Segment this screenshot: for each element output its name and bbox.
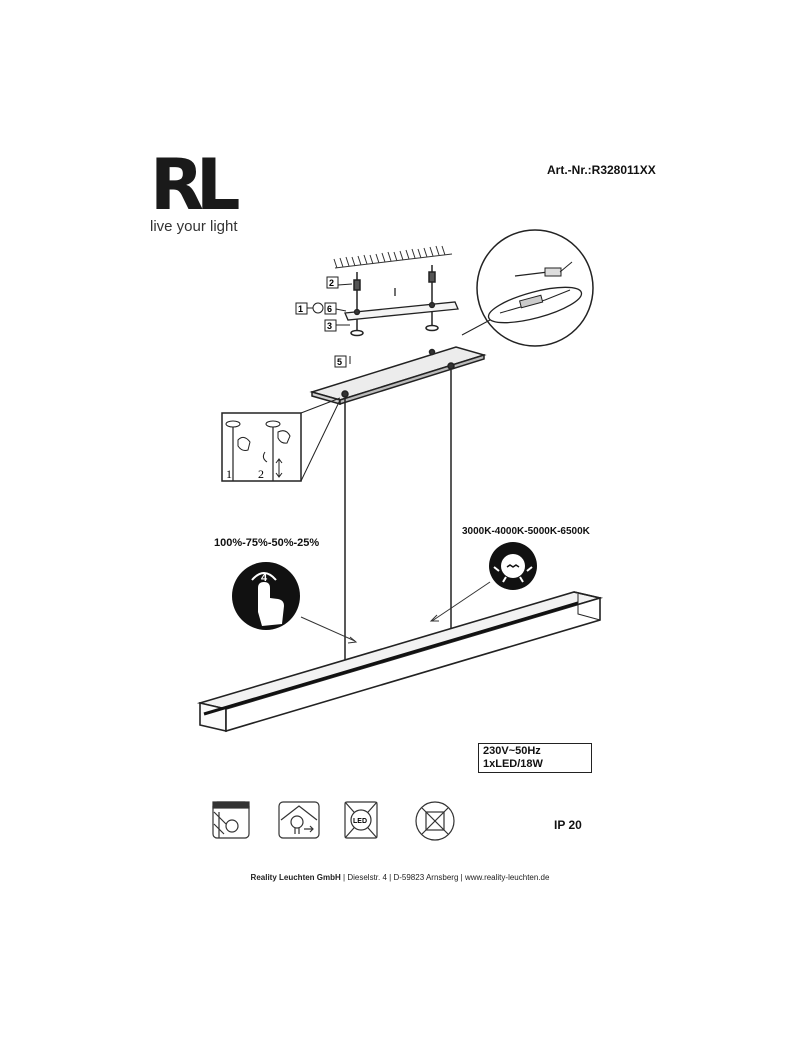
mounting-bracket bbox=[344, 288, 459, 321]
touch-dimming-icon: 4 bbox=[232, 562, 300, 630]
symbol-do-not-dispose-icon bbox=[415, 801, 455, 841]
color-temperature-label: 3000K-4000K-5000K-6500K bbox=[462, 526, 590, 537]
footer-separator-2: | bbox=[389, 873, 392, 882]
footer-separator-3: | bbox=[460, 873, 463, 882]
symbol-not-for-insulated-ceiling-icon bbox=[212, 801, 250, 839]
led-icon-label: LED bbox=[353, 818, 367, 825]
led-light-bar bbox=[196, 591, 604, 733]
brand-logo: RL bbox=[150, 144, 240, 226]
step-number-6: 6 bbox=[327, 304, 332, 314]
step-leaders bbox=[307, 283, 353, 364]
footer-address: Reality Leuchten GmbH | Dieselstr. 4 | D… bbox=[0, 873, 800, 882]
dimming-levels-label: 100%-75%-50%-25% bbox=[214, 537, 320, 549]
ceiling-screws bbox=[350, 265, 439, 337]
electrical-spec-box: 230V~50Hz 1xLED/18W bbox=[478, 743, 592, 773]
footer-company: Reality Leuchten GmbH bbox=[250, 873, 341, 882]
step-number-5: 5 bbox=[337, 357, 342, 367]
footer-separator-1: | bbox=[343, 873, 346, 882]
article-number: Art.-Nr.:R328011XX bbox=[547, 163, 656, 177]
suspension-cables bbox=[344, 370, 452, 662]
footer-street: Dieselstr. 4 bbox=[347, 873, 387, 882]
footer-web: www.reality-leuchten.de bbox=[464, 873, 550, 882]
color-temperature-icon bbox=[489, 542, 537, 590]
callout-leaders bbox=[300, 581, 491, 644]
symbol-replace-bulb-icon bbox=[278, 801, 320, 839]
led-spec: 1xLED/18W bbox=[483, 758, 543, 770]
wiring-detail bbox=[461, 229, 594, 347]
step-labels bbox=[295, 256, 507, 368]
footer-city: D-59823 Arnsberg bbox=[393, 873, 459, 882]
step-number-2: 2 bbox=[329, 278, 334, 288]
cable-step-2: 2 bbox=[258, 467, 264, 481]
cable-step-1: 1 bbox=[226, 467, 232, 481]
dimming-step-number: 4 bbox=[261, 572, 268, 584]
brand-tagline: live your light bbox=[150, 218, 238, 235]
ip-rating: IP 20 bbox=[554, 818, 582, 832]
step-number-3: 3 bbox=[327, 321, 332, 331]
ceiling-canopy bbox=[309, 346, 487, 406]
step-number-1: 1 bbox=[298, 304, 303, 314]
ceiling-hatch bbox=[333, 245, 453, 269]
symbol-led-not-replaceable-icon bbox=[344, 801, 378, 839]
voltage-spec: 230V~50Hz bbox=[483, 745, 541, 757]
cable-adjust-detail bbox=[221, 397, 341, 482]
